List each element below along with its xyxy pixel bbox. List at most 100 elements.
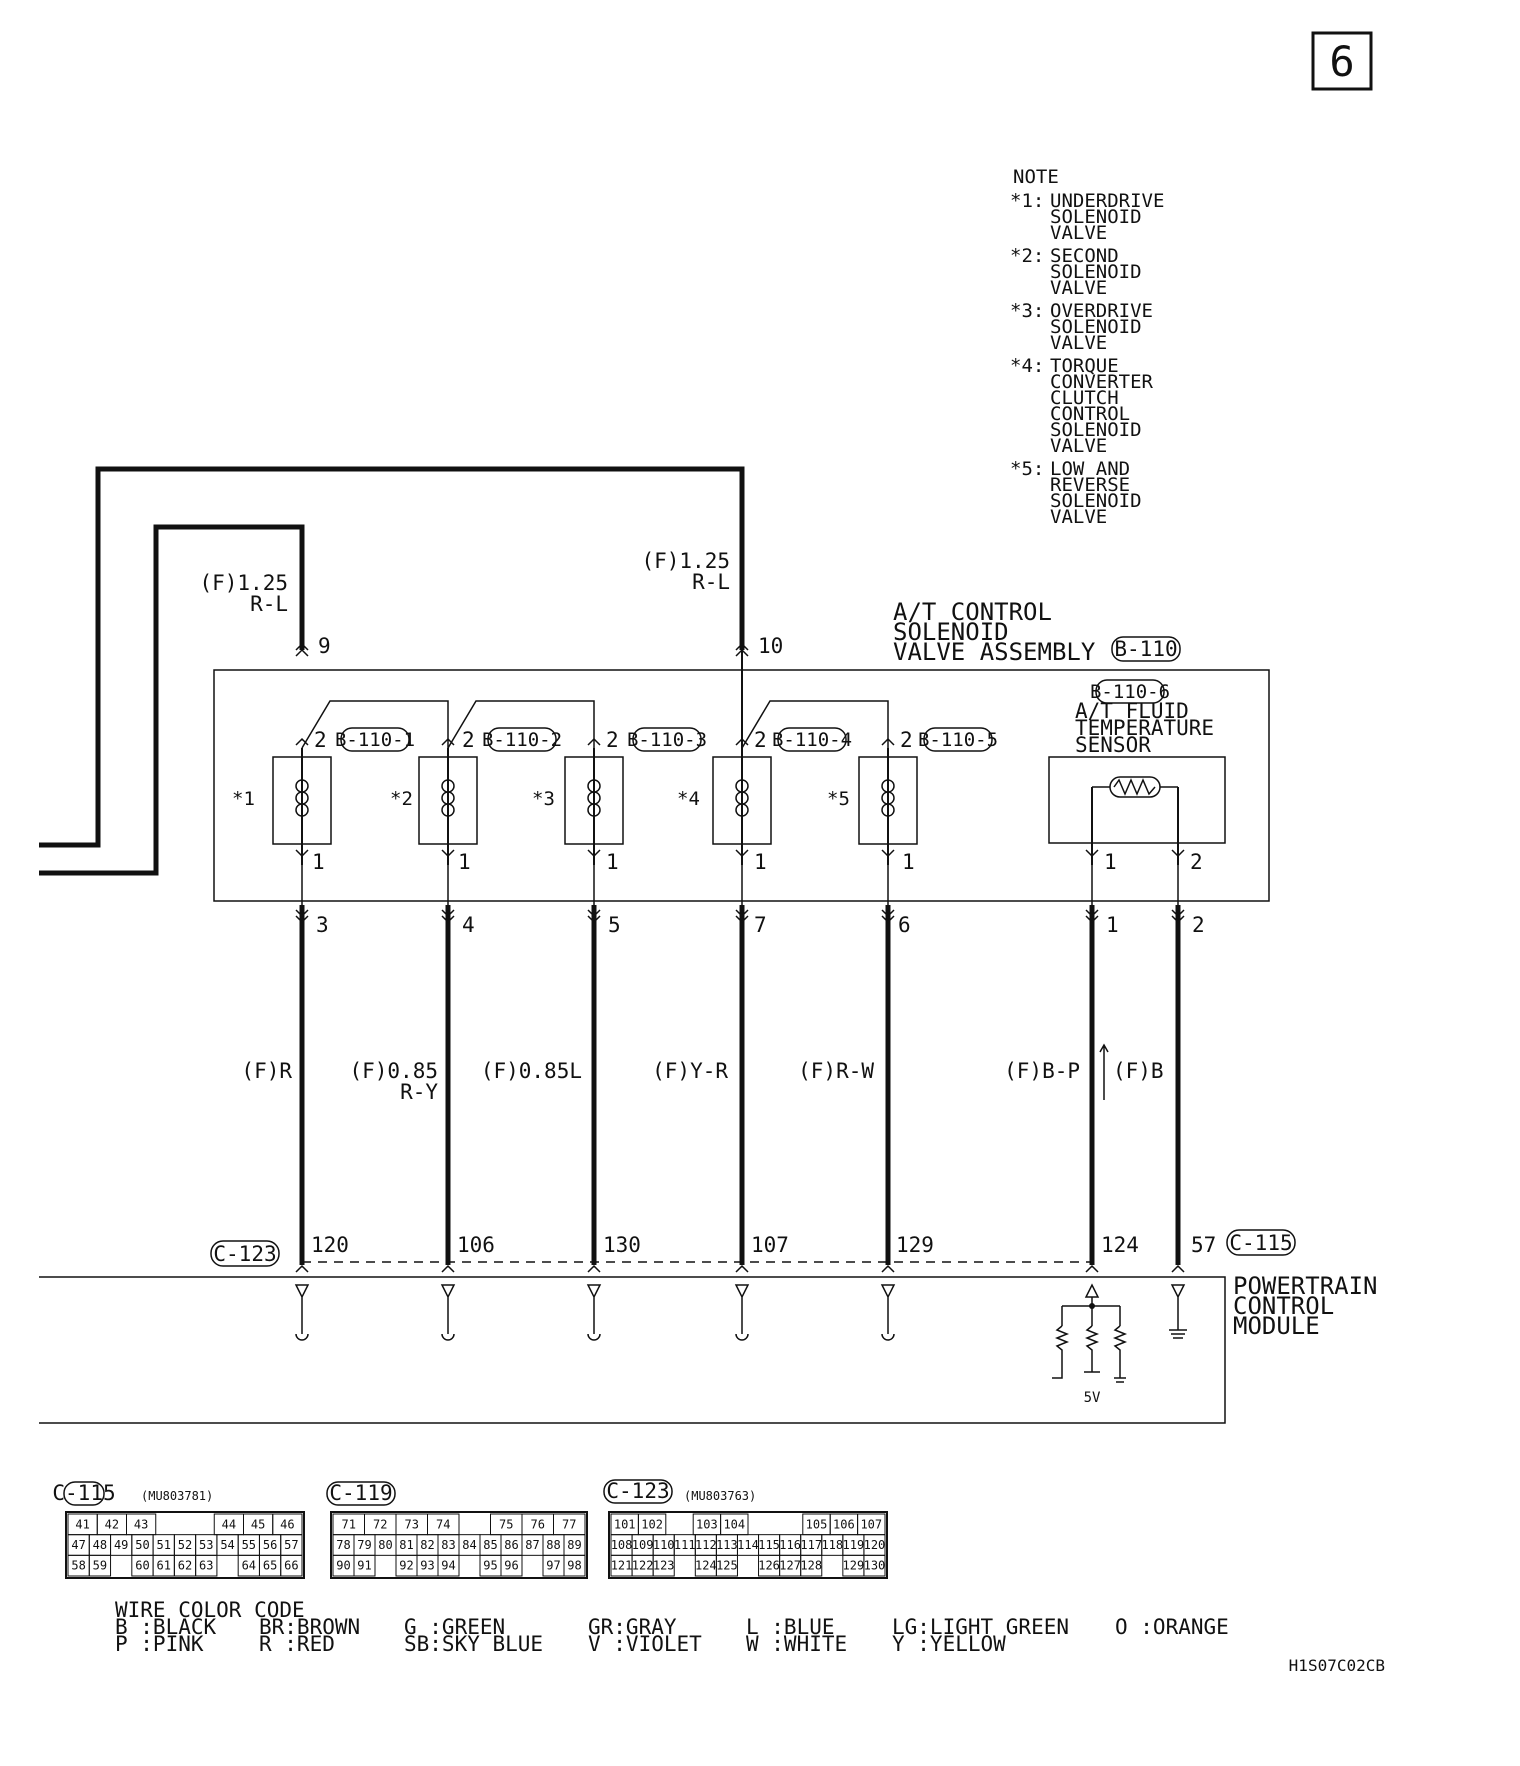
pcm-connector-left: C-123 <box>213 1242 276 1266</box>
connector-pin-number: 96 <box>504 1559 518 1573</box>
wire-color-code: WIRE COLOR CODE B :BLACK BR:BROWN G :GRE… <box>115 1598 1229 1656</box>
wire-code-violet: V :VIOLET <box>588 1632 702 1656</box>
sensor-title-line-2: TEMPERATURE <box>1075 716 1214 740</box>
connector-pin-cell <box>800 1554 823 1577</box>
feed-2-spec: (F)1.25 <box>641 549 730 573</box>
connector-pin-number: 81 <box>399 1538 413 1552</box>
connector-pin-number: 110 <box>653 1538 675 1552</box>
connector-pin-number: 107 <box>860 1517 882 1531</box>
assembly-title-line-1: A/T CONTROL <box>893 598 1052 626</box>
note-4-line-4: CONTROL <box>1050 403 1130 425</box>
connector-pin-number: 123 <box>653 1559 675 1573</box>
connector-pin-number: 87 <box>525 1538 539 1552</box>
pcm-pin-57: 57 <box>1191 1233 1216 1257</box>
connector-pin-number: 52 <box>178 1538 192 1552</box>
pcm-connector-right: C-115 <box>1229 1231 1292 1255</box>
solenoid-2-wire-color: R-Y <box>400 1080 438 1104</box>
connector-pin-number: 105 <box>806 1517 828 1531</box>
solenoid-5-bottom-pin: 1 <box>902 850 915 874</box>
connector-pin-number: 119 <box>843 1538 865 1552</box>
sensor-pin-1: 1 <box>1104 850 1117 874</box>
sensor-connector: B-110-6 <box>1090 681 1170 703</box>
wire-code-black: B :BLACK <box>115 1615 217 1639</box>
solenoid-5: *5 2 1 B-110-5 <box>827 727 998 874</box>
connector-pin-number: 115 <box>758 1538 780 1552</box>
pcm-internal-symbols: 5V <box>294 1283 1187 1406</box>
wire-code-orange: O :ORANGE <box>1115 1615 1229 1639</box>
connector-c119-name: C-119 <box>329 1481 392 1505</box>
connector-pin-number: 47 <box>71 1538 85 1552</box>
assembly-title-line-2: SOLENOID <box>893 618 1009 646</box>
connector-pin-number: 76 <box>531 1517 545 1531</box>
solenoid-1-mark: *1 <box>232 788 255 810</box>
solenoid-1-wire-spec: (F)R <box>241 1059 292 1083</box>
wire-code-light-green: LG:LIGHT GREEN <box>892 1615 1069 1639</box>
solenoid-3-top-pin: 2 <box>606 728 619 752</box>
connector-pin-number: 75 <box>499 1517 513 1531</box>
connector-pin-number: 54 <box>220 1538 234 1552</box>
solenoid-3-wire-spec: (F)0.85L <box>481 1059 582 1083</box>
note-mark-3: *3: <box>1010 300 1044 322</box>
connector-pin-cell <box>715 1554 738 1577</box>
connector-c115-part: (MU803781) <box>141 1489 213 1503</box>
note-2-line-2: SOLENOID <box>1050 261 1142 283</box>
output-wires <box>299 865 1181 1265</box>
pcm-pin-129: 129 <box>896 1233 934 1257</box>
solenoid-5-out-pin: 6 <box>898 913 911 937</box>
solenoid-1-connector: B-110-1 <box>335 729 415 751</box>
pcm-pins: 120 106 130 107 129 124 57 C-123 C-115 <box>210 1229 1296 1267</box>
connector-pin-number: 83 <box>441 1538 455 1552</box>
solenoid-3-out-pin: 5 <box>608 913 621 937</box>
connector-pin-number: 85 <box>483 1538 497 1552</box>
solenoid-5-mark: *5 <box>827 788 850 810</box>
note-3-line-1: OVERDRIVE <box>1050 300 1153 322</box>
connector-pin-number: 77 <box>562 1517 576 1531</box>
connector-pin-number: 80 <box>378 1538 392 1552</box>
pcm-pin-106: 106 <box>457 1233 495 1257</box>
connector-pin-number: 48 <box>93 1538 107 1552</box>
sensor-pin-2: 2 <box>1190 850 1203 874</box>
connector-pin-number: 78 <box>336 1538 350 1552</box>
connector-pin-number: 94 <box>441 1559 455 1573</box>
connector-pin-number: 111 <box>674 1538 696 1552</box>
connector-pin-number: 65 <box>263 1559 277 1573</box>
solenoid-4-connector: B-110-4 <box>772 729 852 751</box>
pcm-title-line-2: CONTROL <box>1233 1292 1334 1320</box>
assembly-label: A/T CONTROL SOLENOID VALVE ASSEMBLY B-11… <box>893 598 1181 666</box>
connector-pin-number: 46 <box>280 1517 294 1531</box>
connector-pin-number: 41 <box>75 1517 89 1531</box>
connector-pin-number: 73 <box>405 1517 419 1531</box>
connector-pin-number: 86 <box>504 1538 518 1552</box>
connector-pin-number: 60 <box>135 1559 149 1573</box>
connector-pin-number: 101 <box>614 1517 636 1531</box>
connector-pin-number: 62 <box>178 1559 192 1573</box>
solenoid-4: *4 2 1 B-110-4 <box>677 650 889 874</box>
wire-code-title: WIRE COLOR CODE <box>115 1598 305 1622</box>
feed-wires <box>39 466 745 876</box>
pcm-title-line-1: POWERTRAIN <box>1233 1272 1378 1300</box>
note-4-line-1: TORQUE <box>1050 355 1119 377</box>
connector-pin-number: 66 <box>284 1559 298 1573</box>
feed-labels: (F)1.25 R-L 9 (F)1.25 R-L 10 <box>199 549 783 658</box>
connector-pin-number: 108 <box>611 1538 633 1552</box>
connector-c123-name: C-123 <box>606 1479 669 1503</box>
connector-pin-number: 114 <box>737 1538 759 1552</box>
connector-pin-number: 79 <box>357 1538 371 1552</box>
solenoid-1-out-pin: 3 <box>316 913 329 937</box>
note-5-line-1: LOW AND <box>1050 458 1130 480</box>
connector-pin-number: 124 <box>695 1559 717 1573</box>
solenoid-2-bottom-pin: 1 <box>458 850 471 874</box>
note-4-line-2: CONVERTER <box>1050 371 1154 393</box>
connector-pin-cell <box>500 1554 523 1577</box>
connector-pin-number: 91 <box>357 1559 371 1573</box>
connector-pin-number: 92 <box>399 1559 413 1573</box>
solenoid-1: *1 2 1 B-110-1 <box>232 700 449 874</box>
wire-specs: (F)R (F)0.85 R-Y (F)0.85L (F)Y-R (F)R-W … <box>241 1043 1164 1104</box>
connector-pin-number: 57 <box>284 1538 298 1552</box>
connector-pin-number: 102 <box>641 1517 663 1531</box>
wire-code-red: R :RED <box>259 1632 335 1656</box>
